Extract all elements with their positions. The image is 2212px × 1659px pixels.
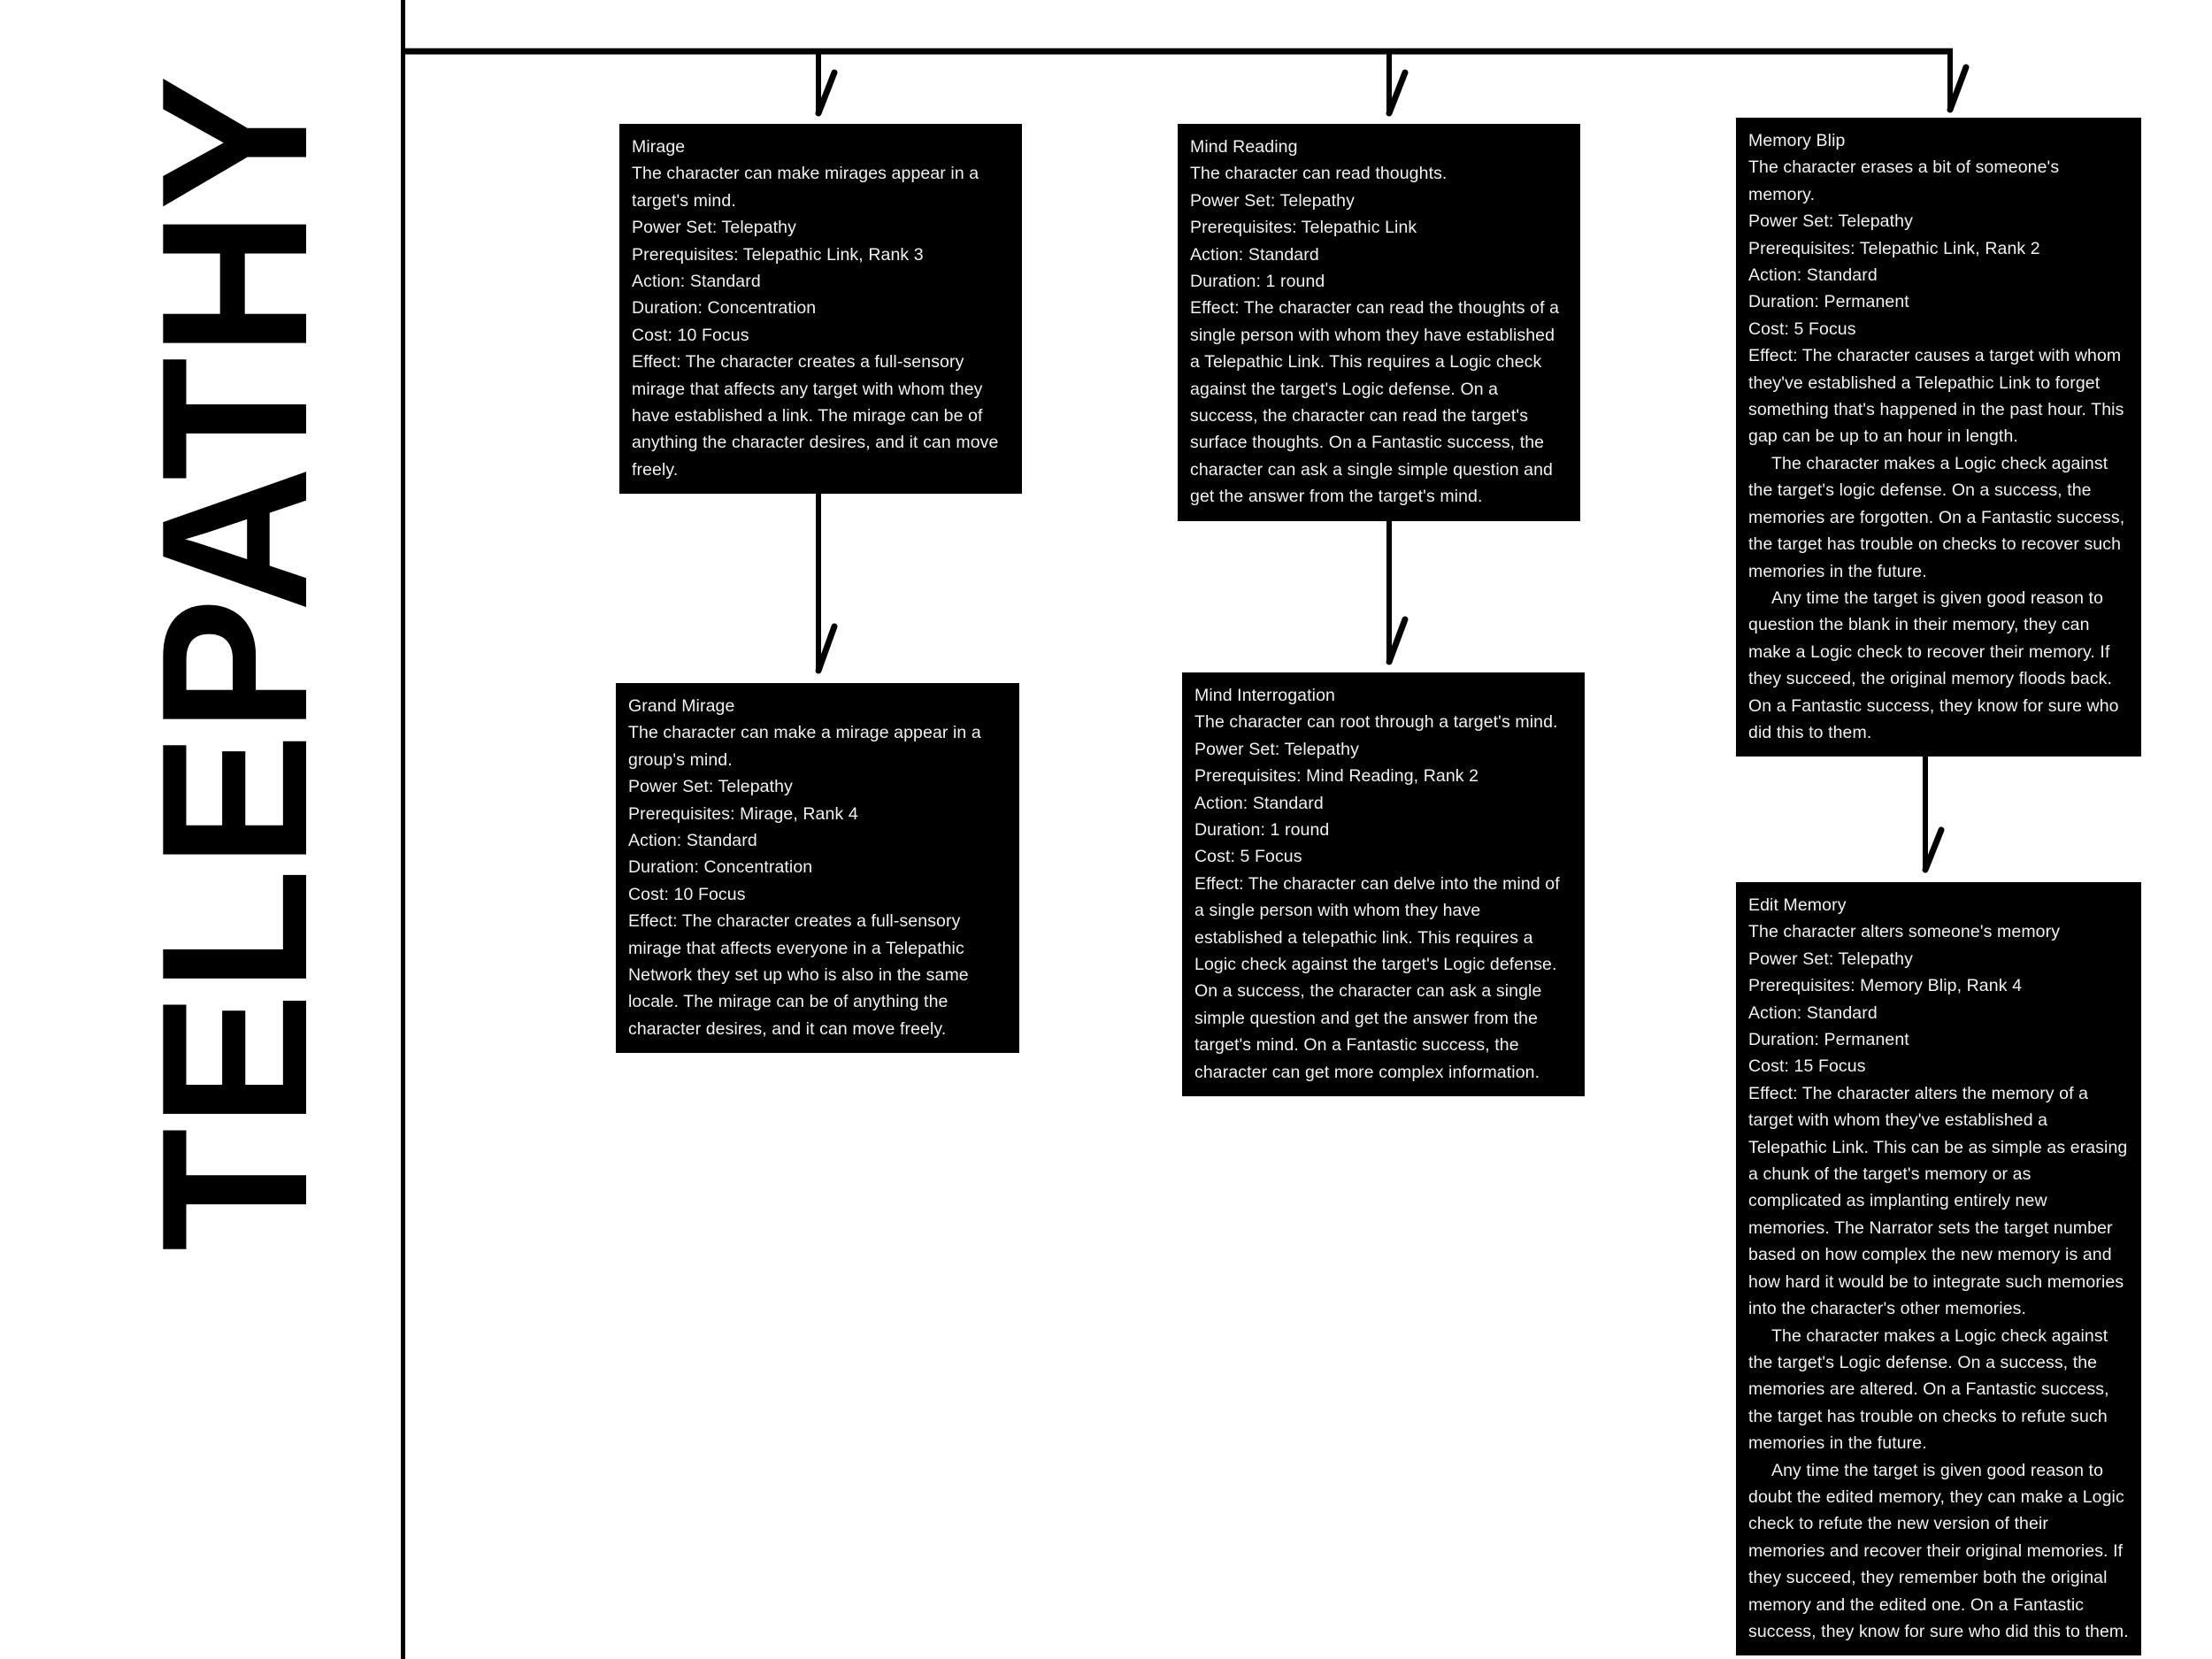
card-summary: The character can root through a target'…: [1194, 712, 1558, 733]
card-prerequisites: Prerequisites: Telepathic Link: [1190, 218, 1417, 238]
card-power-set: Power Set: Telepathy: [628, 777, 793, 797]
card-cost: Cost: 10 Focus: [628, 884, 746, 904]
card-paragraph-3: Any time the target is given good reason…: [1748, 588, 2119, 742]
card-prerequisites: Prerequisites: Mind Reading, Rank 2: [1194, 766, 1479, 787]
arrow-mind-reading-to-mind-interrogation: [1386, 502, 1409, 665]
card-paragraph-3: Any time the target is given good reason…: [1748, 1460, 2129, 1641]
arrow-to-mind-reading: [1386, 49, 1409, 117]
card-duration: Duration: Concentration: [632, 298, 817, 319]
page-title: TELEPATHY: [118, 74, 350, 1252]
card-power-set: Power Set: Telepathy: [1190, 190, 1355, 211]
power-card-mind-reading[interactable]: Mind Reading The character can read thou…: [1178, 124, 1580, 521]
card-power-set: Power Set: Telepathy: [1748, 211, 1913, 232]
arrow-mirage-to-grand-mirage: [815, 491, 838, 674]
card-action: Action: Standard: [1748, 1002, 1878, 1023]
power-card-mirage[interactable]: Mirage The character can make mirages ap…: [619, 124, 1022, 495]
card-prerequisites: Prerequisites: Telepathic Link, Rank 2: [1748, 238, 2040, 258]
card-prerequisites: Prerequisites: Mirage, Rank 4: [628, 803, 858, 824]
power-card-edit-memory[interactable]: Edit Memory The character alters someone…: [1736, 882, 2141, 1656]
vertical-divider-rule: [401, 0, 405, 1659]
power-card-grand-mirage[interactable]: Grand Mirage The character can make a mi…: [616, 683, 1019, 1054]
card-action: Action: Standard: [1190, 244, 1319, 265]
card-cost: Cost: 10 Focus: [632, 325, 749, 345]
card-cost: Cost: 5 Focus: [1194, 847, 1302, 867]
card-duration: Duration: Permanent: [1748, 1030, 1909, 1050]
card-power-set: Power Set: Telepathy: [1194, 739, 1359, 759]
card-title: Grand Mirage: [628, 696, 735, 716]
card-effect: Effect: The character creates a full-sen…: [628, 911, 969, 1039]
power-card-mind-interrogation[interactable]: Mind Interrogation The character can roo…: [1182, 672, 1585, 1097]
card-duration: Duration: 1 round: [1190, 272, 1325, 292]
arrow-to-mirage: [815, 49, 838, 117]
card-title: Mind Interrogation: [1194, 686, 1335, 705]
card-action: Action: Standard: [1194, 793, 1324, 813]
card-cost: Cost: 15 Focus: [1748, 1056, 1866, 1077]
card-effect: Effect: The character can delve into the…: [1194, 873, 1560, 1082]
card-title: Mirage: [632, 137, 686, 157]
card-power-set: Power Set: Telepathy: [632, 218, 796, 238]
card-effect: Effect: The character can read the thoug…: [1190, 298, 1560, 507]
card-power-set: Power Set: Telepathy: [1748, 949, 1913, 969]
card-effect: Effect: The character creates a full-sen…: [632, 352, 999, 480]
card-duration: Duration: Concentration: [628, 857, 813, 878]
card-title: Mind Reading: [1190, 137, 1298, 157]
card-title: Memory Blip: [1748, 131, 1846, 150]
card-action: Action: Standard: [632, 272, 761, 292]
card-summary: The character can make mirages appear in…: [632, 164, 979, 211]
card-action: Action: Standard: [1748, 265, 1878, 286]
card-duration: Duration: Permanent: [1748, 292, 1909, 312]
card-paragraph-2: The character makes a Logic check agains…: [1748, 1325, 2109, 1454]
card-summary: The character can make a mirage appear i…: [628, 723, 981, 770]
card-title: Edit Memory: [1748, 895, 1847, 915]
card-paragraph-2: The character makes a Logic check agains…: [1748, 453, 2125, 581]
card-action: Action: Standard: [628, 831, 757, 851]
card-duration: Duration: 1 round: [1194, 820, 1330, 841]
card-prerequisites: Prerequisites: Telepathic Link, Rank 3: [632, 244, 924, 265]
card-prerequisites: Prerequisites: Memory Blip, Rank 4: [1748, 976, 2023, 996]
card-effect: Effect: The character alters the memory …: [1748, 1083, 2128, 1319]
power-card-memory-blip[interactable]: Memory Blip The character erases a bit o…: [1736, 118, 2141, 757]
card-effect: Effect: The character causes a target wi…: [1748, 346, 2124, 447]
card-cost: Cost: 5 Focus: [1748, 319, 1856, 339]
card-summary: The character erases a bit of someone's …: [1748, 157, 2060, 204]
card-summary: The character alters someone's memory: [1748, 922, 2061, 942]
card-summary: The character can read thoughts.: [1190, 164, 1448, 184]
arrow-to-memory-blip: [1947, 49, 1970, 113]
